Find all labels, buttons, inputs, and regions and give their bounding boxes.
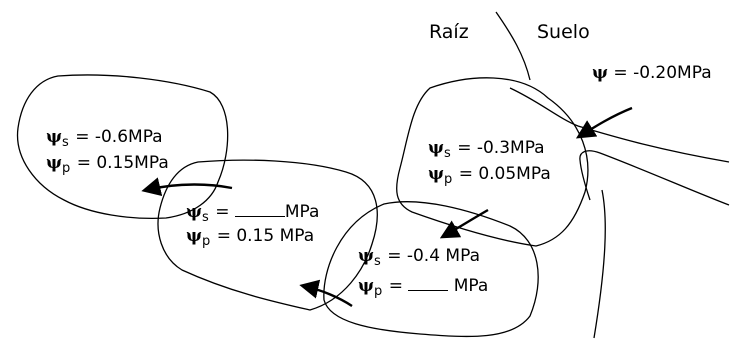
psi-symbol: ψ	[358, 246, 375, 266]
psi-symbol: ψ	[186, 202, 203, 222]
cell-3-p-value: = 0.15 MPa	[216, 226, 315, 246]
cell-1-s-value: = -0.3MPa	[457, 138, 545, 158]
subscript-p: p	[62, 161, 71, 176]
subscript-p: p	[444, 172, 453, 187]
psi-symbol: ψ	[592, 63, 609, 83]
soil-water-potential: ψ = -0.20MPa	[592, 63, 712, 83]
psi-symbol: ψ	[428, 138, 445, 158]
cell-4-p-value: = 0.15MPa	[76, 153, 169, 173]
root-label: Raíz	[429, 21, 469, 43]
cell-4-outline	[16, 74, 229, 219]
subscript-p: p	[374, 284, 383, 299]
arrow-cell-1-to-cell-2	[439, 208, 489, 239]
subscript-s: s	[444, 146, 451, 161]
psi-symbol: ψ	[186, 226, 203, 246]
cell-4-s-value: = -0.6MPa	[75, 127, 163, 147]
subscript-s: s	[62, 135, 69, 150]
cell-3-s-unit: MPa	[284, 202, 320, 222]
arrow-soil-to-cell-1	[575, 106, 633, 139]
cell-2-p-answer-blank[interactable]	[408, 274, 449, 291]
cell-1-pressure-potential: ψp = 0.05MPa	[428, 164, 551, 187]
cell-2-pressure-potential: ψp = MPa	[358, 274, 489, 299]
psi-symbol: ψ	[46, 153, 63, 173]
psi-symbol: ψ	[358, 276, 375, 296]
soil-potential-value: = -0.20MPa	[613, 63, 712, 83]
arrow-cell-2-to-cell-3	[299, 279, 353, 307]
cell-3-outline	[157, 159, 378, 311]
cell-2-s-value: = -0.4 MPa	[387, 246, 480, 266]
cell-3-solute-potential: ψs = MPa	[186, 200, 320, 225]
subscript-p: p	[202, 234, 211, 249]
xylem-lower-line	[593, 189, 606, 339]
soil-label: Suelo	[537, 21, 590, 43]
psi-symbol: ψ	[428, 164, 445, 184]
xylem-upper-line	[579, 150, 730, 206]
arrow-cell-3-to-cell-4	[141, 177, 233, 197]
cell-2-p-prefix: =	[388, 276, 403, 296]
cell-3-s-answer-blank[interactable]	[234, 200, 285, 217]
cell-1-p-value: = 0.05MPa	[458, 164, 551, 184]
cell-4-pressure-potential: ψp = 0.15MPa	[46, 153, 169, 176]
cell-2-outline	[323, 201, 539, 338]
psi-symbol: ψ	[46, 127, 63, 147]
cell-3-s-prefix: =	[215, 202, 230, 222]
cell-2-p-unit: MPa	[453, 276, 489, 296]
cell-4-solute-potential: ψs = -0.6MPa	[46, 127, 163, 150]
cell-1-solute-potential: ψs = -0.3MPa	[428, 138, 545, 161]
cell-1-outline	[396, 77, 589, 247]
subscript-s: s	[202, 210, 209, 225]
cell-3-pressure-potential: ψp = 0.15 MPa	[186, 226, 315, 249]
subscript-s: s	[374, 254, 381, 269]
cell-2-solute-potential: ψs = -0.4 MPa	[358, 246, 480, 269]
root-soil-boundary-line	[495, 11, 531, 81]
